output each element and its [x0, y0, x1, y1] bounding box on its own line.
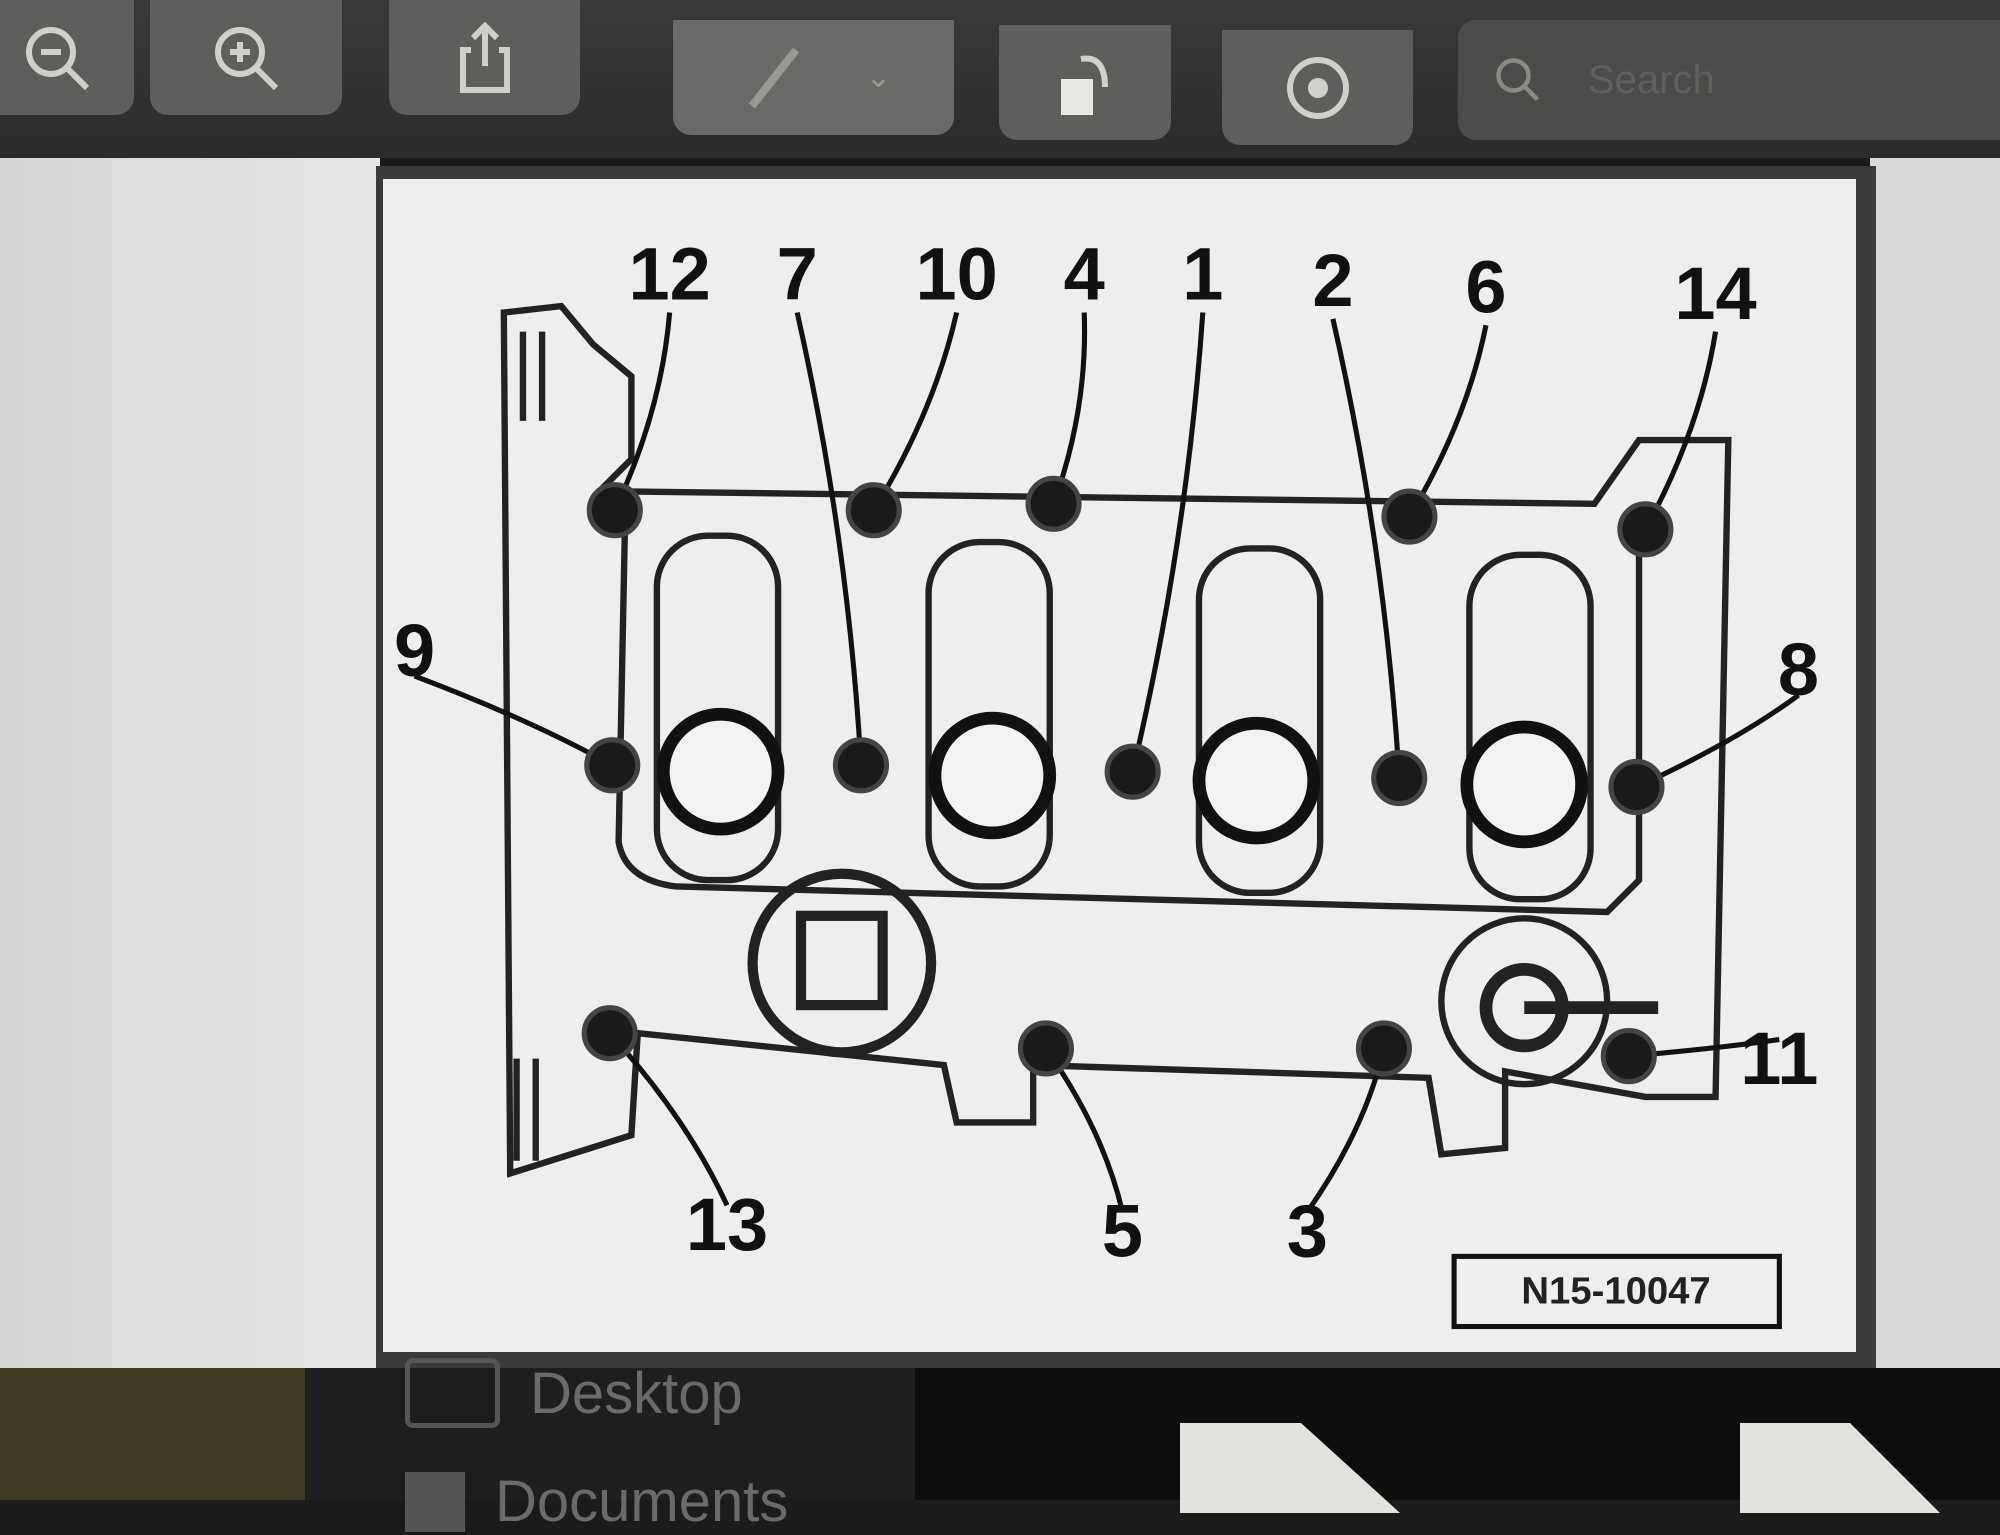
bolt-13: [581, 1005, 638, 1062]
reference-code: N15-10047: [1521, 1270, 1710, 1313]
markup-button[interactable]: ⌄: [673, 20, 954, 135]
bolt-2: [1371, 750, 1428, 807]
bolt-label: 4: [1064, 233, 1105, 316]
search-placeholder: Search: [1588, 57, 1715, 102]
cylinder-bore: [656, 707, 785, 836]
bolt-label: 11: [1740, 1017, 1818, 1100]
left-panel: [0, 158, 380, 1368]
bolt-label: 3: [1287, 1189, 1328, 1272]
leader-line: [871, 311, 960, 512]
finder-sidebar: Desktop Documents: [305, 1358, 915, 1534]
leader-line: [607, 1031, 730, 1207]
bolt-label: 5: [1102, 1189, 1143, 1272]
bolt-label: 14: [1674, 252, 1756, 335]
cylinder-bore: [1192, 716, 1321, 845]
bolt-label: 9: [394, 609, 435, 692]
bolt-label: 13: [686, 1183, 768, 1266]
documents-folder-icon: [405, 1471, 465, 1532]
bolt-6: [1381, 488, 1438, 545]
leader-line: [612, 312, 673, 512]
leader-line: [1330, 318, 1402, 779]
bolt-label: 1: [1182, 233, 1223, 316]
sidebar-item-label: Desktop: [530, 1360, 743, 1426]
sidebar-item-desktop[interactable]: Desktop: [405, 1358, 743, 1428]
bolt-label: 6: [1465, 246, 1506, 329]
desktop-background: [0, 1368, 305, 1500]
zoom-out-button[interactable]: [0, 0, 134, 115]
leader-line: [794, 311, 864, 766]
share-button[interactable]: [389, 0, 580, 115]
bolt-label: 8: [1778, 628, 1819, 711]
bolt-9: [584, 737, 641, 794]
leader-line: [1407, 324, 1489, 518]
pencil-icon: [748, 47, 800, 108]
finder-area: Desktop Documents: [0, 1358, 2000, 1534]
bolt-14: [1617, 501, 1674, 558]
bolt-12: [586, 482, 643, 539]
leader-line: [1051, 312, 1088, 505]
cylinder-bore: [1460, 720, 1589, 849]
zoom-in-icon: [215, 26, 279, 90]
bolt-label: 7: [777, 233, 818, 316]
leader-line: [1130, 312, 1206, 773]
bolt-7: [832, 737, 890, 794]
rotate-button[interactable]: [999, 25, 1171, 140]
bolt-4: [1025, 475, 1082, 532]
bolt-label: 2: [1312, 239, 1353, 322]
rotate-icon: [1061, 55, 1108, 115]
bolt-5: [1017, 1020, 1074, 1077]
bolt-1: [1104, 743, 1161, 800]
bolt-8: [1608, 758, 1665, 816]
desktop-folder-icon: [405, 1358, 500, 1428]
leader-line: [413, 673, 614, 768]
bolt-label: 12: [629, 233, 711, 316]
leader-line: [1643, 331, 1719, 531]
head-outline: [500, 302, 1732, 1178]
reference-box: [1451, 1253, 1782, 1330]
right-panel: [1870, 158, 2000, 1368]
share-icon: [459, 21, 510, 93]
bolt-3: [1355, 1020, 1412, 1077]
bolt-11: [1600, 1028, 1657, 1085]
annotate-button[interactable]: [1222, 30, 1413, 145]
zoom-in-button[interactable]: [150, 0, 342, 115]
sidebar-item-label: Documents: [495, 1469, 789, 1534]
toolbar: ⌄ Search: [0, 0, 2000, 158]
zoom-out-icon: [26, 26, 90, 90]
bolt-10: [845, 482, 902, 539]
search-icon: [1496, 58, 1540, 102]
cylinder-bore: [928, 711, 1057, 840]
search-field[interactable]: Search: [1458, 20, 2000, 140]
sidebar-item-documents[interactable]: Documents: [405, 1468, 788, 1535]
circle-icon: [1286, 56, 1349, 119]
bolt-label: 10: [915, 233, 997, 316]
chevron-down-icon[interactable]: ⌄: [865, 61, 892, 94]
